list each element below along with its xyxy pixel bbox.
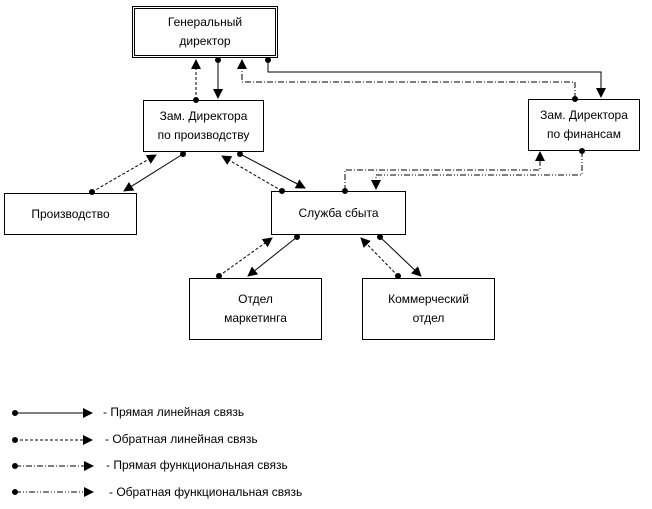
- link-dot: [265, 57, 271, 63]
- link-deputy-production-to-sales: [239, 153, 306, 189]
- link-gen-to-deputy-finance: [267, 60, 606, 98]
- legend-reverse-linear: - Обратная линейная связь: [105, 432, 258, 446]
- link-production-to-deputy-production: [91, 154, 157, 193]
- link-dot: [377, 234, 383, 240]
- link-sales-to-marketing: [247, 236, 298, 277]
- legend-direct-functional: - Прямая функциональная связь: [106, 458, 288, 472]
- legend-direct-linear: - Прямая линейная связь: [103, 405, 245, 419]
- legend-dot: [12, 410, 18, 416]
- link-dot: [279, 188, 285, 194]
- link-dot: [294, 234, 300, 240]
- link-sales-to-deputy-production: [221, 155, 283, 192]
- link-deputy-finance-to-gen: [237, 59, 576, 99]
- link-sales-to-deputy-finance: [344, 151, 545, 191]
- link-deputy-production-to-production: [123, 153, 184, 192]
- link-dot: [237, 151, 243, 157]
- link-dot: [579, 148, 585, 154]
- node-general-director: Генеральный директор: [132, 6, 278, 58]
- link-sales-to-commercial: [379, 236, 422, 277]
- link-dot: [216, 273, 222, 279]
- legend-dot: [12, 489, 18, 495]
- node-commercial-department: Коммерческий отдел: [362, 278, 495, 340]
- link-marketing-to-sales: [218, 237, 273, 277]
- legend-reverse-functional: - Обратная функциональная связь: [109, 485, 303, 499]
- link-dot: [215, 57, 221, 63]
- link-dot: [193, 97, 199, 103]
- legend-dot: [12, 463, 18, 469]
- link-commercial-to-sales: [360, 237, 399, 277]
- node-deputy-finance: Зам. Директора по финансам: [528, 99, 640, 151]
- link-dot: [572, 96, 578, 102]
- link-dot: [342, 188, 348, 194]
- link-dot: [89, 189, 95, 195]
- legend-dot: [12, 437, 18, 443]
- link-dot: [180, 151, 186, 157]
- node-production: Производство: [4, 193, 137, 235]
- node-deputy-production: Зам. Директора по производству: [143, 100, 264, 152]
- node-marketing-department: Отдел маркетинга: [189, 278, 322, 340]
- node-sales-service: Служба сбыта: [271, 191, 406, 235]
- link-dot: [395, 273, 401, 279]
- link-deputy-finance-to-sales: [371, 151, 583, 190]
